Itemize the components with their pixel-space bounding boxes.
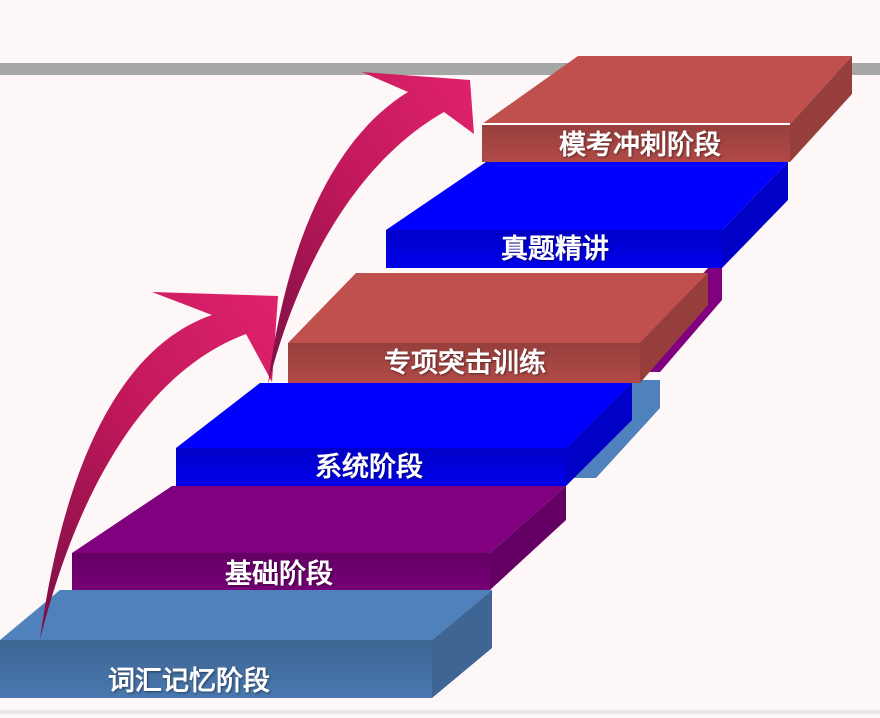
step-label-special-training: 专项突击训练 bbox=[384, 348, 546, 379]
growth-arrow-upper bbox=[268, 72, 474, 385]
step-label-mock-sprint: 模考冲刺阶段 bbox=[559, 130, 721, 161]
step-special-training bbox=[288, 273, 708, 383]
step-label-system: 系统阶段 bbox=[315, 452, 423, 483]
step-vocabulary bbox=[0, 590, 492, 698]
step-exam-review bbox=[386, 162, 788, 268]
step-label-foundation: 基础阶段 bbox=[225, 559, 333, 590]
step-label-exam-review: 真题精讲 bbox=[501, 234, 609, 265]
bottom-divider bbox=[0, 710, 880, 714]
step-label-vocabulary: 词汇记忆阶段 bbox=[108, 666, 270, 697]
step-system bbox=[176, 383, 632, 486]
step-mock-sprint bbox=[482, 56, 852, 162]
step-foundation bbox=[72, 486, 566, 590]
growth-arrow-lower bbox=[40, 292, 278, 640]
